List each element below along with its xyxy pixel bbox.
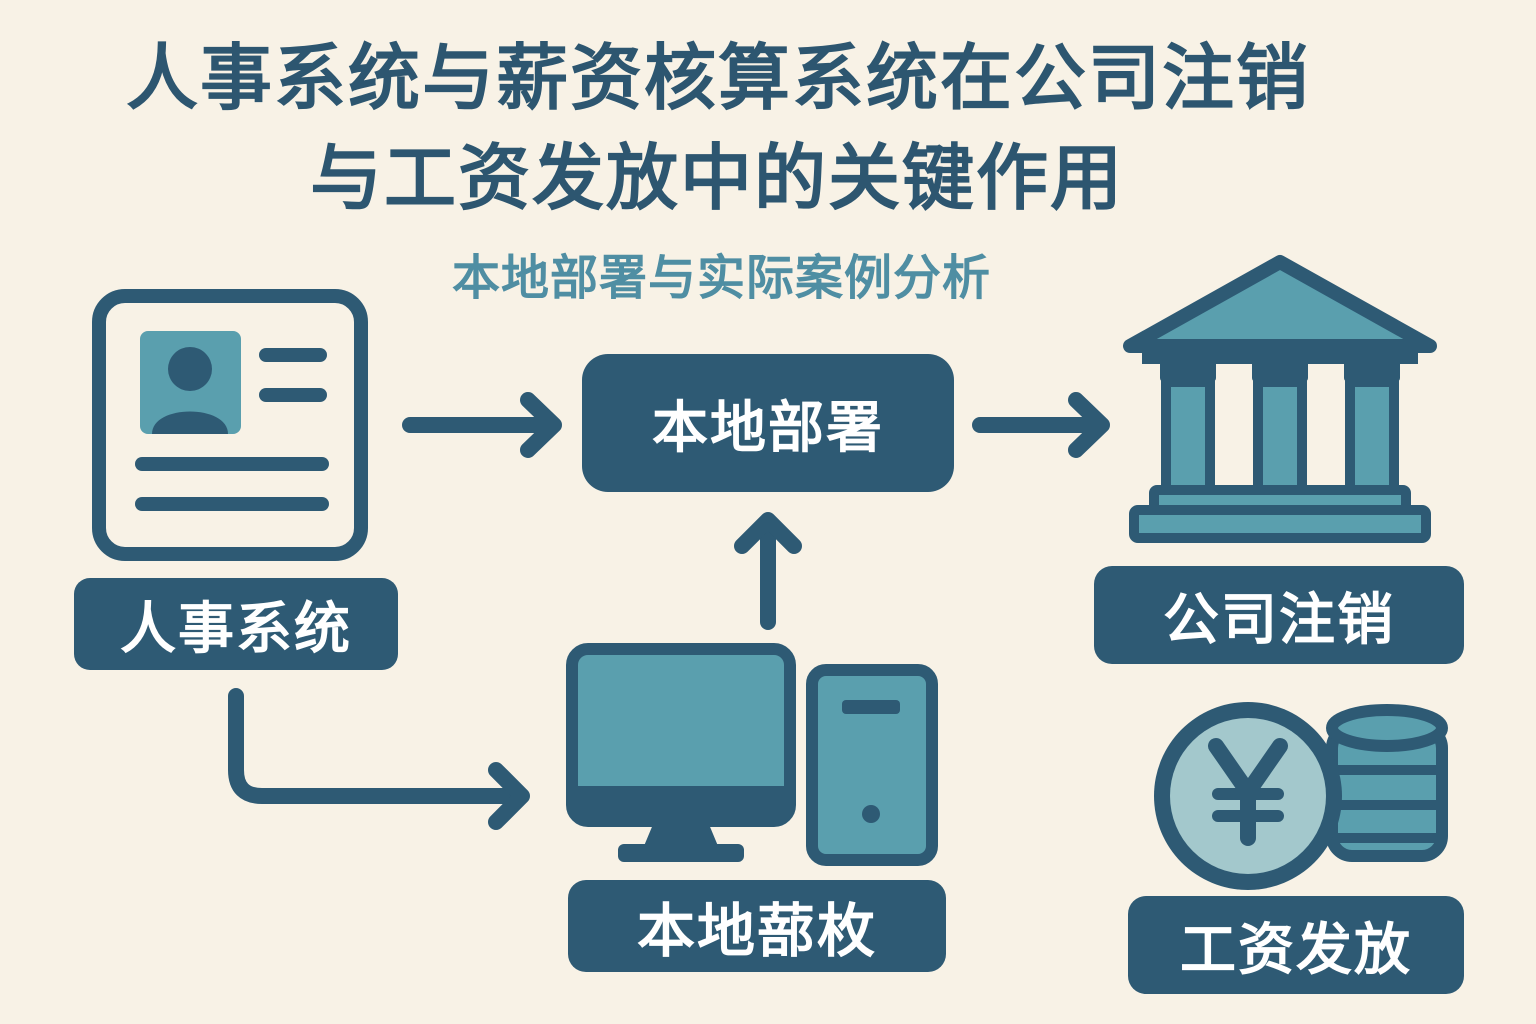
company-deregistration-label: 公司注销 (1094, 566, 1464, 664)
arrow-hr-to-deploy-icon (402, 392, 562, 458)
arrow-hr-to-local-icon (228, 688, 530, 830)
yen-coin-icon (1154, 702, 1342, 890)
page-title-line-1: 人事系统与薪资核算系统在公司注销 (126, 36, 1311, 120)
page-subtitle: 本地部署与实际案例分析 (452, 250, 992, 306)
bank-icon (1123, 255, 1437, 543)
id-card-icon (92, 289, 368, 561)
local-deployment-label: 本地部署 (582, 354, 954, 492)
arrow-deploy-to-bank-icon (972, 392, 1110, 458)
arrow-up-icon (734, 512, 802, 630)
local-payroll-label: 本地蔀枚 (568, 880, 946, 972)
computer-icon (566, 643, 938, 866)
coin-stack-icon (1326, 704, 1448, 862)
hr-system-label: 人事系统 (74, 578, 398, 670)
salary-payment-label: 工资发放 (1128, 896, 1464, 994)
page-title-line-2: 与工资发放中的关键作用 (310, 136, 1125, 220)
